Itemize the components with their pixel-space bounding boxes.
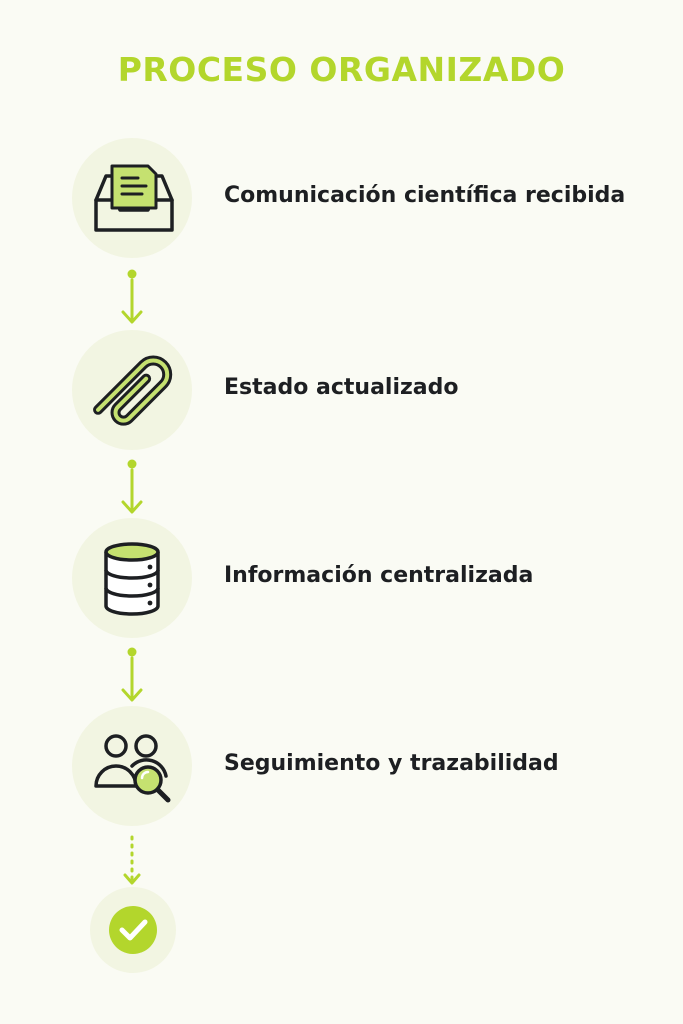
step-tracking: Seguimiento y trazabilidad [0,706,683,830]
step-icon-circle [72,706,192,826]
arrow-down-icon [121,269,143,324]
users-search-icon [94,734,171,803]
step-status-updated: Estado actualizado [0,330,683,454]
step-icon-circle [72,330,192,450]
dotted-arrow-down-icon [123,835,141,885]
step-icon-circle [72,518,192,638]
arrow-down-icon [121,459,143,514]
database-icon [104,542,160,616]
step-label: Estado actualizado [224,375,459,400]
page-title: PROCESO ORGANIZADO [117,50,566,89]
step-centralized: Información centralizada [0,518,683,642]
final-check [90,887,176,973]
step-label: Seguimiento y trazabilidad [224,751,559,776]
step-label: Comunicación científica recibida [224,183,626,208]
step-received: Comunicación científica recibida [0,138,683,262]
paperclip-icon [93,355,173,426]
inbox-document-icon [94,164,174,232]
step-label: Información centralizada [224,563,534,588]
check-icon [109,906,157,954]
step-icon-circle [72,138,192,258]
arrow-down-icon [121,647,143,702]
